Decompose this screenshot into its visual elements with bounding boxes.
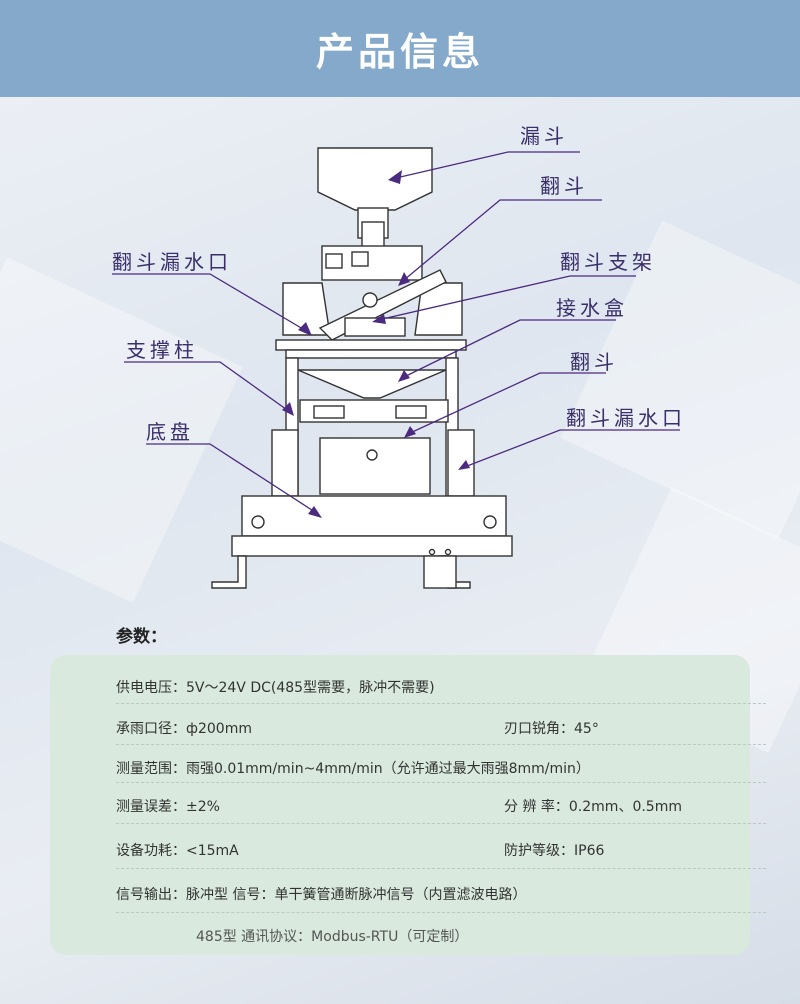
label-bucket-drain-right: 翻斗漏水口 bbox=[566, 406, 686, 430]
page-title: 产品信息 bbox=[315, 30, 484, 74]
param-row-caliber: 承雨口径：ф200mm 刃口锐角：45° bbox=[116, 718, 766, 738]
row-divider bbox=[116, 744, 766, 745]
page-header: 产品信息 bbox=[0, 0, 800, 97]
param-row-voltage: 供电电压：5V～24V DC(485型需要，脉冲不需要) bbox=[116, 677, 766, 697]
left-foot bbox=[211, 555, 247, 589]
label-water-box: 接水盒 bbox=[556, 296, 628, 320]
water-box-shape bbox=[297, 369, 447, 399]
leader-bracket bbox=[377, 275, 636, 321]
leader-base bbox=[146, 443, 319, 515]
row-divider bbox=[116, 912, 766, 913]
funnel-shape bbox=[317, 147, 433, 211]
label-funnel: 漏斗 bbox=[520, 124, 568, 148]
leader-drain-left bbox=[112, 273, 309, 333]
leader-bucket-bottom bbox=[407, 372, 606, 435]
param-power: 设备功耗：<15mA bbox=[116, 843, 239, 859]
rain-gauge-diagram bbox=[112, 147, 680, 589]
pivot-circle bbox=[362, 292, 378, 308]
base-plate bbox=[241, 495, 507, 537]
row-divider bbox=[116, 823, 766, 824]
param-range: 测量范围：雨强0.01mm/min~4mm/min（允许通过最大雨强8mm/mi… bbox=[116, 761, 590, 777]
param-voltage: 供电电压：5V～24V DC(485型需要，脉冲不需要) bbox=[116, 680, 435, 696]
param-row-protocol: 485型 通讯协议：Modbus-RTU（可定制） bbox=[196, 926, 800, 946]
param-row-error: 测量误差：±2% 分 辨 率：0.2mm、0.5mm bbox=[116, 796, 766, 816]
param-row-signal: 信号输出：脉冲型 信号：单干簧管通断脉冲信号（内置滤波电路） bbox=[116, 884, 766, 904]
params-title: 参数： bbox=[116, 627, 167, 647]
param-row-range: 测量范围：雨强0.01mm/min~4mm/min（允许通过最大雨强8mm/mi… bbox=[116, 758, 766, 778]
row-divider bbox=[116, 782, 766, 783]
row-divider bbox=[116, 868, 766, 869]
param-signal: 信号输出：脉冲型 信号：单干簧管通断脉冲信号（内置滤波电路） bbox=[116, 887, 527, 903]
label-support-column: 支撑柱 bbox=[126, 338, 198, 362]
row-divider bbox=[116, 703, 766, 704]
param-caliber: 承雨口径：ф200mm bbox=[116, 721, 252, 737]
param-edge-angle: 刃口锐角：45° bbox=[504, 721, 599, 737]
param-row-power: 设备功耗：<15mA 防护等级：IP66 bbox=[116, 840, 766, 860]
param-error: 测量误差：±2% bbox=[116, 799, 220, 815]
right-foot bbox=[423, 555, 457, 589]
leader-funnel bbox=[395, 151, 580, 179]
label-base: 底盘 bbox=[146, 420, 194, 444]
leader-drain-right bbox=[461, 429, 680, 469]
label-bucket-drain-left: 翻斗漏水口 bbox=[112, 250, 232, 274]
params-panel: 供电电压：5V～24V DC(485型需要，脉冲不需要) 承雨口径：ф200mm… bbox=[50, 655, 766, 955]
leader-support bbox=[124, 361, 291, 413]
param-protection: 防护等级：IP66 bbox=[504, 843, 605, 859]
label-bucket-bracket: 翻斗支架 bbox=[560, 250, 656, 274]
param-protocol: 485型 通讯协议：Modbus-RTU（可定制） bbox=[196, 929, 469, 945]
right-drain-shape bbox=[447, 429, 475, 497]
param-resolution: 分 辨 率：0.2mm、0.5mm bbox=[504, 799, 682, 815]
top-plate bbox=[275, 339, 467, 351]
leader-bucket-top bbox=[403, 199, 602, 281]
label-tipping-bucket-top: 翻斗 bbox=[540, 174, 588, 198]
leader-water-box bbox=[401, 319, 616, 379]
label-tipping-bucket-bottom: 翻斗 bbox=[570, 350, 618, 374]
